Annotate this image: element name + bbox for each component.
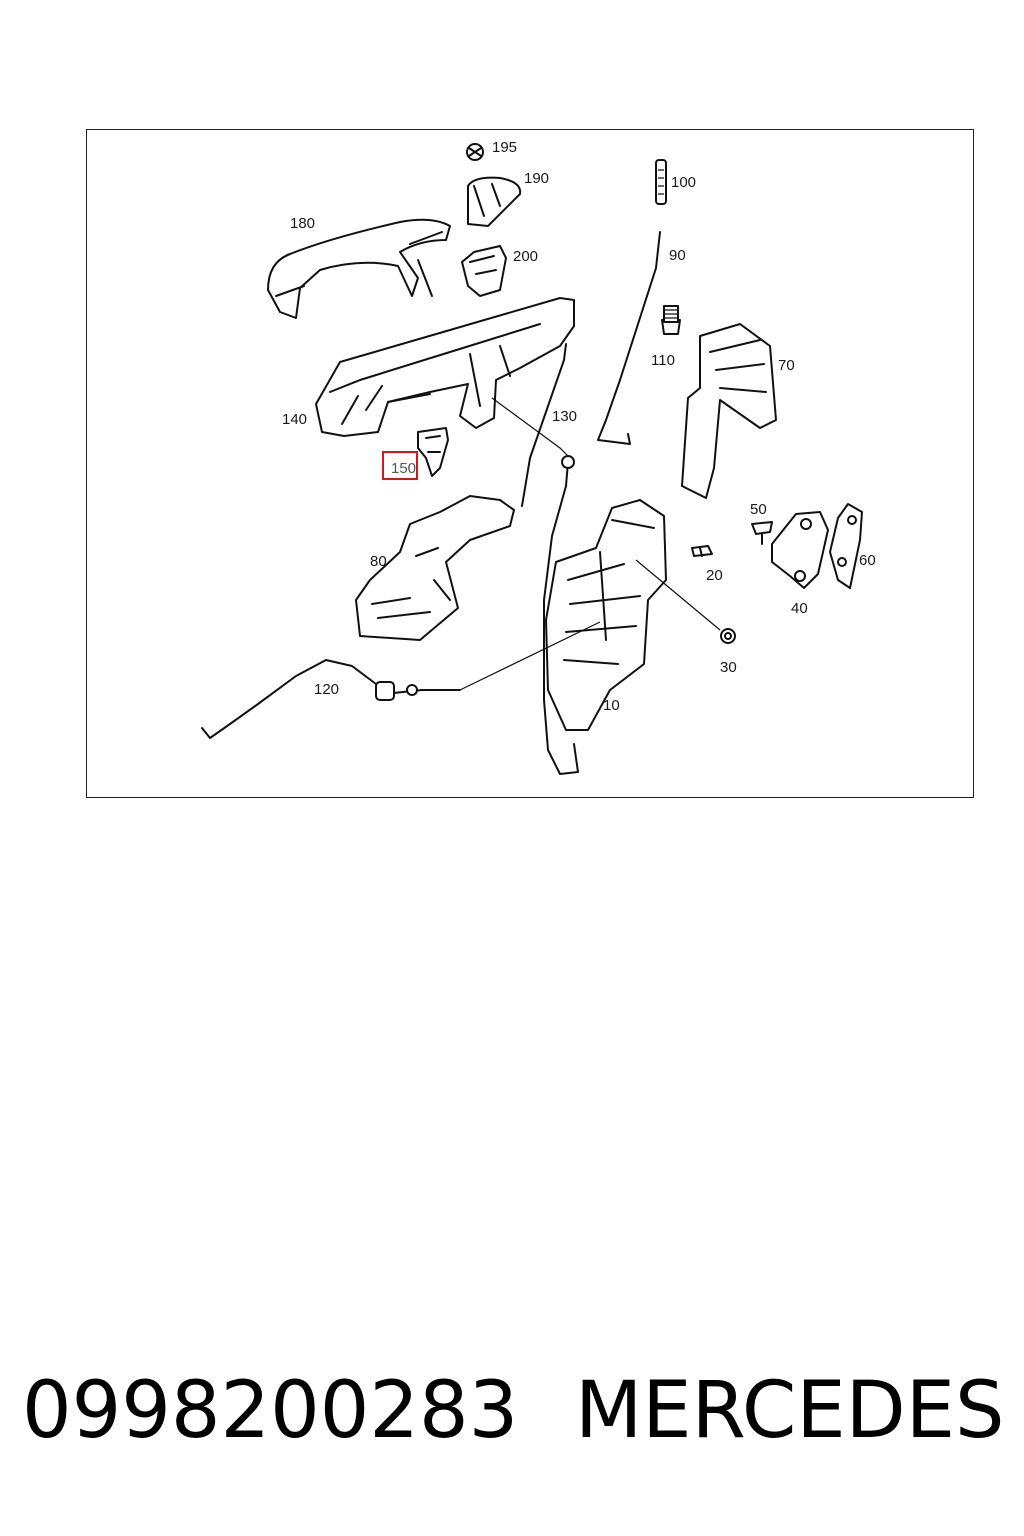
- part-10-lock[interactable]: [459, 499, 721, 731]
- part-110-bolt[interactable]: [661, 305, 681, 335]
- part-150-sensor[interactable]: [417, 427, 449, 477]
- label-50: 50: [750, 501, 767, 518]
- part-30-bolt[interactable]: [720, 628, 736, 644]
- label-20: 20: [706, 567, 723, 584]
- part-70-bracket[interactable]: [681, 323, 777, 499]
- label-70: 70: [778, 357, 795, 374]
- part-130-rod[interactable]: [491, 343, 571, 507]
- part-195-clip[interactable]: [466, 143, 484, 161]
- label-90: 90: [669, 247, 686, 264]
- label-140: 140: [282, 411, 307, 428]
- label-195: 195: [492, 139, 517, 156]
- label-80: 80: [370, 553, 387, 570]
- diagram-frame: [86, 129, 974, 798]
- part-number: 0998200283: [22, 1366, 519, 1456]
- label-40: 40: [791, 600, 808, 617]
- highlight-box-150: [382, 451, 418, 480]
- label-60: 60: [859, 552, 876, 569]
- part-50-screw[interactable]: [751, 521, 773, 545]
- part-200-bracket[interactable]: [461, 245, 507, 297]
- label-200: 200: [513, 248, 538, 265]
- part-90-rod[interactable]: [597, 231, 661, 445]
- part-40-striker[interactable]: [771, 511, 829, 589]
- part-180-outer-handle[interactable]: [267, 218, 451, 319]
- part-190-cap[interactable]: [467, 176, 522, 227]
- part-140-handle-carrier[interactable]: [315, 297, 575, 437]
- part-60-plate[interactable]: [829, 503, 863, 589]
- part-120-cable[interactable]: [201, 659, 461, 739]
- brand-name: MERCEDES: [575, 1366, 1005, 1456]
- label-190: 190: [524, 170, 549, 187]
- label-10: 10: [603, 697, 620, 714]
- label-130: 130: [552, 408, 577, 425]
- label-100: 100: [671, 174, 696, 191]
- label-150[interactable]: 150: [391, 460, 416, 477]
- part-20-screw[interactable]: [691, 545, 713, 557]
- part-100-pin[interactable]: [655, 159, 667, 205]
- cable-to-lock[interactable]: [543, 455, 579, 775]
- label-30: 30: [720, 659, 737, 676]
- label-120: 120: [314, 681, 339, 698]
- label-180: 180: [290, 215, 315, 232]
- parts-diagram: 195 190 100 180 200 90 110 70 140 130 15…: [201, 139, 876, 775]
- label-110: 110: [651, 352, 675, 369]
- part-80-inner-handle[interactable]: [355, 495, 515, 641]
